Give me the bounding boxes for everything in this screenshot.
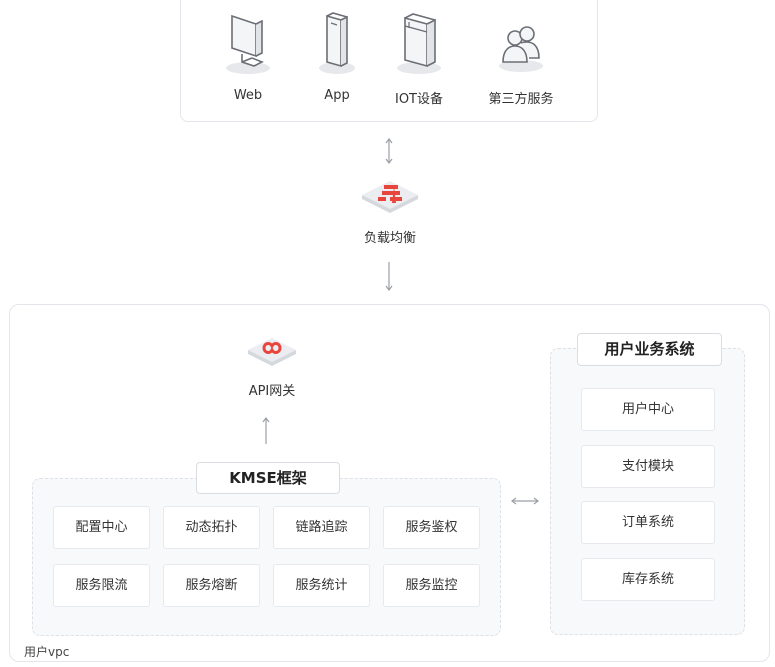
user-system-title: 用户业务系统 xyxy=(577,333,722,366)
kmse-module-config-center: 配置中心 xyxy=(53,506,150,549)
user-module-payment: 支付模块 xyxy=(581,445,715,488)
kmse-module-trace: 链路追踪 xyxy=(273,506,370,549)
monitor-icon xyxy=(218,10,278,80)
kmse-module-statistics: 服务统计 xyxy=(273,564,370,607)
client-web-label: Web xyxy=(233,88,263,103)
client-web: Web xyxy=(203,10,293,120)
user-module-inventory: 库存系统 xyxy=(581,558,715,601)
up-arrow-kmse-api xyxy=(262,417,270,444)
api-gateway: API网关 xyxy=(222,330,322,399)
bidirectional-arrow-kmse-user xyxy=(511,497,539,505)
client-app-label: App xyxy=(324,88,350,103)
kmse-framework-box xyxy=(32,478,501,636)
load-balancer-icon xyxy=(340,175,440,223)
kmse-module-dynamic-topology: 动态拓扑 xyxy=(163,506,260,549)
kmse-module-auth: 服务鉴权 xyxy=(383,506,480,549)
client-app: App xyxy=(292,10,382,120)
users-icon xyxy=(491,10,551,80)
client-iot: IOT设备 xyxy=(374,10,464,120)
kmse-framework-title: KMSE框架 xyxy=(196,462,340,494)
kmse-module-monitoring: 服务监控 xyxy=(383,564,480,607)
vpc-label: 用户vpc xyxy=(24,645,70,659)
phone-icon xyxy=(307,10,367,80)
client-iot-label: IOT设备 xyxy=(394,92,443,107)
user-module-user-center: 用户中心 xyxy=(581,388,715,431)
kmse-module-rate-limit: 服务限流 xyxy=(53,564,150,607)
kmse-module-circuit-breaker: 服务熔断 xyxy=(163,564,260,607)
iot-device-icon xyxy=(389,10,449,80)
user-module-order: 订单系统 xyxy=(581,501,715,544)
bidirectional-arrow-clients-lb xyxy=(385,138,393,164)
down-arrow-lb-vpc xyxy=(385,262,393,291)
api-gateway-label: API网关 xyxy=(248,384,296,399)
load-balancer: 负载均衡 xyxy=(340,175,440,246)
client-third-party: 第三方服务 xyxy=(476,10,566,120)
client-third-party-label: 第三方服务 xyxy=(488,92,554,107)
api-gateway-icon xyxy=(222,330,322,378)
load-balancer-label: 负载均衡 xyxy=(363,231,416,246)
